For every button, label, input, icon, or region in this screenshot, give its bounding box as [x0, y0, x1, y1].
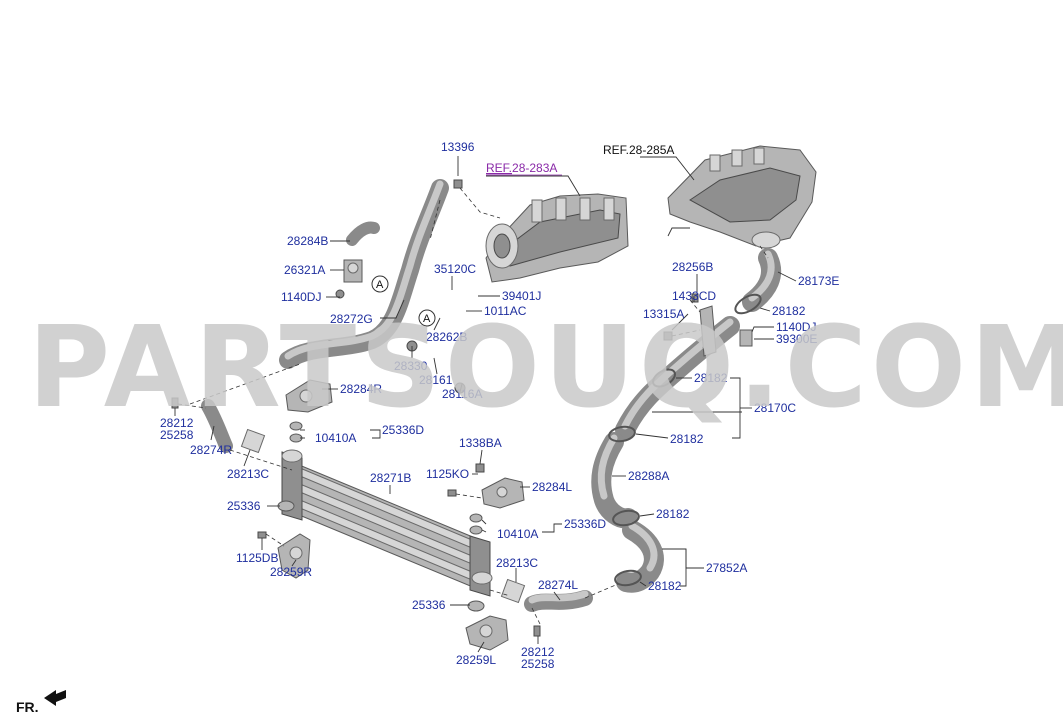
part-label[interactable]: 28182 — [772, 304, 806, 318]
leader-lines — [174, 156, 797, 653]
exhaust-manifold-turbo — [485, 193, 629, 283]
front-marker-label: FR. — [16, 699, 39, 715]
bolts — [171, 179, 699, 637]
part-label[interactable]: 28173E — [798, 274, 839, 288]
part-label[interactable]: 28284L — [532, 480, 572, 494]
clamps-28182 — [608, 293, 762, 587]
section-marker-letter: A — [423, 313, 431, 325]
hose-28272G — [279, 179, 449, 369]
intercooler-core — [281, 449, 493, 597]
part-label[interactable]: 28288A — [628, 469, 669, 483]
part-label[interactable]: 1140DJ — [776, 320, 816, 334]
front-arrow-icon — [44, 690, 66, 706]
part-label[interactable]: 10410A — [315, 431, 356, 445]
ref-prefix: REF. — [486, 161, 512, 175]
part-label[interactable]: 39300E — [776, 332, 817, 346]
hose-28274L — [524, 590, 593, 612]
part-labels: 13396 28284B 26321A 1140DJ 28272G 35120C… — [160, 140, 839, 671]
part-label[interactable]: 28161 — [419, 373, 453, 387]
part-label[interactable]: 25336 — [227, 499, 261, 513]
section-marker-a-upper: A — [371, 275, 389, 293]
part-label[interactable]: 25336 — [412, 598, 446, 612]
gaskets-28213C — [240, 428, 526, 604]
part-label[interactable]: 28213C — [227, 467, 269, 481]
bracket-28256B — [699, 305, 717, 357]
part-label[interactable]: 39401J — [502, 289, 541, 303]
part-label[interactable]: 28182 — [670, 432, 704, 446]
bracket-28259L — [465, 615, 509, 651]
ref-label-28-283a[interactable]: REF.28-283A — [486, 161, 557, 175]
part-label[interactable]: 13396 — [441, 140, 475, 154]
part-label[interactable]: 28259L — [456, 653, 496, 667]
part-label[interactable]: 27852A — [706, 561, 747, 575]
part-label[interactable]: 26321A — [284, 263, 325, 277]
valve-26321A — [343, 259, 363, 283]
bracket-28284R — [285, 379, 333, 413]
part-label[interactable]: 28259R — [270, 565, 312, 579]
sensor-39300E — [739, 329, 753, 347]
bracket-28284L — [481, 477, 525, 509]
intake-manifold — [667, 145, 817, 249]
part-label[interactable]: 1125DB — [236, 551, 278, 565]
part-label[interactable]: 1433CD — [672, 289, 716, 303]
part-label[interactable]: 1011AC — [484, 304, 527, 318]
ref-label-28-285a[interactable]: REF.28-285A — [603, 143, 674, 157]
part-label[interactable]: 28182 — [694, 371, 728, 385]
part-label[interactable]: 28284B — [287, 234, 328, 248]
part-label[interactable]: 25258 — [521, 657, 555, 671]
part-label[interactable]: 28271B — [370, 471, 411, 485]
part-label[interactable]: 28213C — [496, 556, 538, 570]
section-marker-a-lower: A — [418, 309, 436, 327]
hose-28274R — [201, 399, 233, 453]
part-label[interactable]: 25258 — [160, 428, 194, 442]
part-label[interactable]: 28256B — [672, 260, 713, 274]
part-label[interactable]: 10410A — [497, 527, 538, 541]
part-label[interactable]: 28274L — [538, 578, 578, 592]
front-marker: FR. — [16, 690, 66, 715]
watermark-text: PARTSOUQ.COM — [28, 303, 1063, 433]
part-label[interactable]: 1140DJ — [281, 290, 321, 304]
bracket-28259R — [277, 533, 311, 579]
part-label[interactable]: 28274R — [190, 443, 232, 457]
hose-28284B — [346, 221, 380, 246]
part-label[interactable]: 35120C — [434, 262, 476, 276]
assembly-lines — [177, 187, 769, 625]
part-label[interactable]: 13315A — [643, 307, 684, 321]
part-label[interactable]: 28272G — [330, 312, 373, 326]
part-label[interactable]: 25336D — [382, 423, 424, 437]
part-label[interactable]: 28170C — [754, 401, 796, 415]
part-label[interactable]: 28212 — [521, 645, 555, 659]
hose-28288A — [591, 432, 638, 529]
part-label[interactable]: 25336D — [564, 517, 606, 531]
part-label[interactable]: 28212 — [160, 416, 194, 430]
part-label[interactable]: 28284R — [340, 382, 382, 396]
hose-27852A — [616, 520, 664, 593]
part-label[interactable]: 28262B — [426, 330, 467, 344]
ref-number: 28-283A — [512, 161, 557, 175]
part-label[interactable]: 28182 — [656, 507, 690, 521]
part-label[interactable]: 28182 — [648, 579, 682, 593]
part-label[interactable]: 1125KO — [426, 467, 469, 481]
part-label[interactable]: 28116A — [442, 387, 482, 401]
part-label[interactable]: 1338BA — [459, 436, 502, 450]
part-label[interactable]: 28330 — [394, 359, 428, 373]
section-marker-letter: A — [376, 279, 384, 291]
